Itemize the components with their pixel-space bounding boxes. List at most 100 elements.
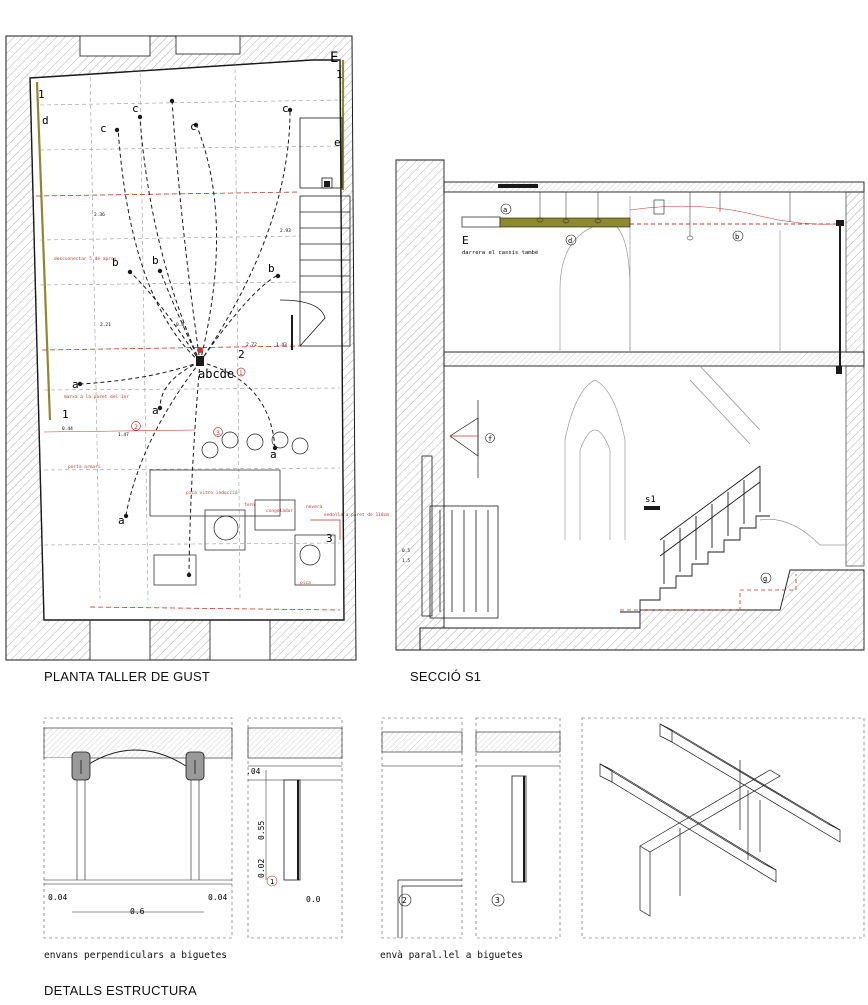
section-marker-a: a [503,206,507,214]
plan-hub-index-circle [236,367,246,377]
section-right-wall-lower [845,365,865,567]
plan-circle-3 [213,427,223,437]
detail3-slab [381,731,463,753]
section-red-floor [620,574,797,611]
plan-label-b3: b [268,262,275,275]
section-marker-a-circle [500,203,512,215]
plan-hub-label: abcde [198,367,234,381]
detail-perpendicular [43,717,233,939]
plan-note-9: pica [300,580,311,586]
plan-note-8: endolla a paret de 110cm [324,512,389,518]
plan-dim-6: 1.43 [276,342,287,348]
plan-left-index: 1 [38,88,45,101]
detail3-mark-circle [398,893,412,907]
plan-label-c1: c [100,122,107,135]
plan-note-3: porta armari [68,464,101,470]
plan-note-4: pica vitro inducció [186,489,238,496]
section-door [421,455,499,619]
section-pendant-top [836,220,844,226]
plan-circle-2-label: 2 [134,423,138,431]
detail2-dim-inner: 0.02 [257,859,266,878]
floor-plan [5,35,357,661]
detail-section-perp [247,717,343,939]
section-marker-f: f [488,435,492,443]
detail1-vault [79,749,193,771]
section-s1 [395,159,865,651]
section-dim-2: 1.5 [402,558,410,564]
plan-axis-letter: E [330,50,338,66]
section-marker-b: b [735,233,739,241]
section-stair [620,365,770,613]
plan-label-a1: a [72,378,79,391]
section-note: darrera el cassis també [462,249,538,256]
plan-label-c2: c [132,102,139,115]
detail2-dim-height: 0.55 [257,821,266,840]
plan-circle-2 [131,421,141,431]
plan-note-1: desconnectar 5 de aprox [54,256,117,262]
plan-label-d: d [42,114,49,127]
detail-left-caption: envans perpendiculars a biguetes [44,950,228,961]
section-dim-1: 0.5 [402,548,410,554]
section-pendants [536,192,791,241]
detail-parallel [381,717,463,939]
detail2-dim-top: .04 [246,767,261,776]
section-right-wall-upper [845,191,865,353]
plan-label-c3: c [190,120,197,133]
plan-window-2 [175,35,241,55]
plan-note-6: congelador [266,508,293,514]
detail4-slab [475,731,561,753]
detail1-dim-a: 0.04 [48,893,67,902]
plan-label-a4: a [270,448,277,461]
section-left-wall [395,159,445,651]
plan-red-corner [310,519,341,540]
detail-axonometric [581,717,865,939]
plan-label-a3: a [118,514,125,527]
plan-cables [79,99,291,576]
plan-red-line-2 [43,429,196,433]
section-cut-bar [644,506,660,510]
section-track-olive [499,217,631,228]
detail1-slab [43,727,233,759]
section-track-end [461,216,501,228]
section-lower-arches [564,379,846,546]
detail2-slab [247,727,343,759]
detail2-dim-bottom: 0.0 [306,895,321,904]
plan-right-index: 1 [336,68,343,81]
section-marker-g-circle [760,572,772,584]
section-box [653,199,665,215]
plan-note-7: nevera [306,505,323,510]
section-marker-b-circle [732,230,744,242]
plan-stair-post [324,181,330,187]
plan-caption: PLANTA TALLER DE GUST [44,669,211,684]
section-lamp-f [449,400,479,478]
section-marker-f-circle [485,433,495,443]
section-cut-label: s1 [645,495,656,505]
plan-hub [196,356,204,366]
plan-window-4 [209,619,271,661]
section-floor-slab [443,351,865,367]
plan-hub-index: 1 [239,370,243,377]
plan-dim-2: 2.93 [280,228,291,234]
section-marker-d-circle [565,234,577,246]
plan-window-1 [79,35,151,57]
plan-circle-3-label: 3 [216,429,220,437]
section-roof-slab [443,181,865,193]
detail4-wall [511,775,527,883]
detail2-mark-circle [266,875,278,887]
detail1-dim-span: 0.6 [130,907,145,916]
plan-note-5: forn [244,502,255,508]
plan-light-points [77,98,293,578]
plan-stair-index: 2 [238,348,245,361]
detail4-mark-circle [491,893,505,907]
detail-parallel-section [475,717,561,939]
plan-label-b2: b [152,254,159,267]
section-marker-d: d [568,237,572,245]
plan-corner-index: 3 [326,532,333,545]
plan-fixtures [149,431,336,586]
detail4-frame [475,717,561,939]
plan-interior-outline [29,59,345,621]
plan-label-a2: a [152,404,159,417]
detail2-frame [247,717,343,939]
